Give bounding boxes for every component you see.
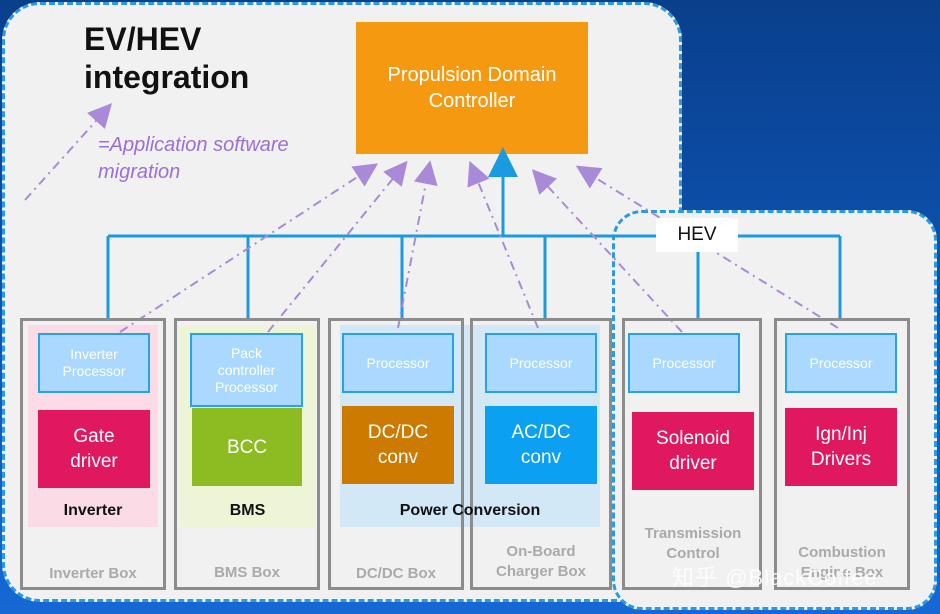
- engine-processor: Processor: [785, 333, 897, 393]
- inverter-processor: Inverter Processor: [38, 333, 150, 393]
- charger-processor: Processor: [485, 333, 597, 393]
- pack-controller-processor: Pack controller Processor: [190, 333, 303, 407]
- ign-inj-drivers: Ign/Inj Drivers: [785, 408, 897, 486]
- inverter-box-label: Inverter Box: [49, 565, 137, 582]
- migration-legend: =Application software migration: [98, 134, 289, 183]
- bms-box: [174, 318, 320, 590]
- dcdc-box-label: DC/DC Box: [355, 565, 436, 582]
- solenoid-driver: Solenoid driver: [632, 412, 754, 490]
- on-board-charger-box-label: On-Board Charger Box: [495, 543, 587, 580]
- transmission-processor: Processor: [628, 333, 740, 393]
- dcdc-processor: Processor: [342, 333, 454, 393]
- watermark: 知乎 @BlackCoffee: [672, 565, 878, 590]
- diagram-title: EV/HEV integration: [84, 21, 250, 95]
- bcc-chip: BCC: [192, 408, 302, 486]
- propulsion-domain-controller: Propulsion Domain Controller: [356, 22, 588, 154]
- on-board-charger-box: [470, 318, 612, 590]
- inverter-zone-label: Inverter: [63, 502, 123, 519]
- dcdc-box: [328, 318, 464, 590]
- inverter-box: [20, 318, 166, 590]
- transmission-control-box: [622, 318, 762, 590]
- acdc-converter: AC/DC conv: [485, 406, 597, 484]
- bms-box-label: BMS Box: [214, 564, 280, 581]
- bms-zone-label: BMS: [229, 502, 266, 519]
- transmission-control-label: Transmission Control: [644, 525, 742, 562]
- power-conversion-zone-label: Power Conversion: [399, 502, 541, 519]
- gate-driver: Gate driver: [38, 410, 150, 488]
- hev-label: HEV: [656, 218, 738, 252]
- combustion-engine-box-label: Combustion Engine Box: [798, 544, 886, 581]
- dcdc-converter: DC/DC conv: [342, 406, 454, 484]
- data-bus: [106, 147, 842, 318]
- combustion-engine-box: [774, 318, 910, 590]
